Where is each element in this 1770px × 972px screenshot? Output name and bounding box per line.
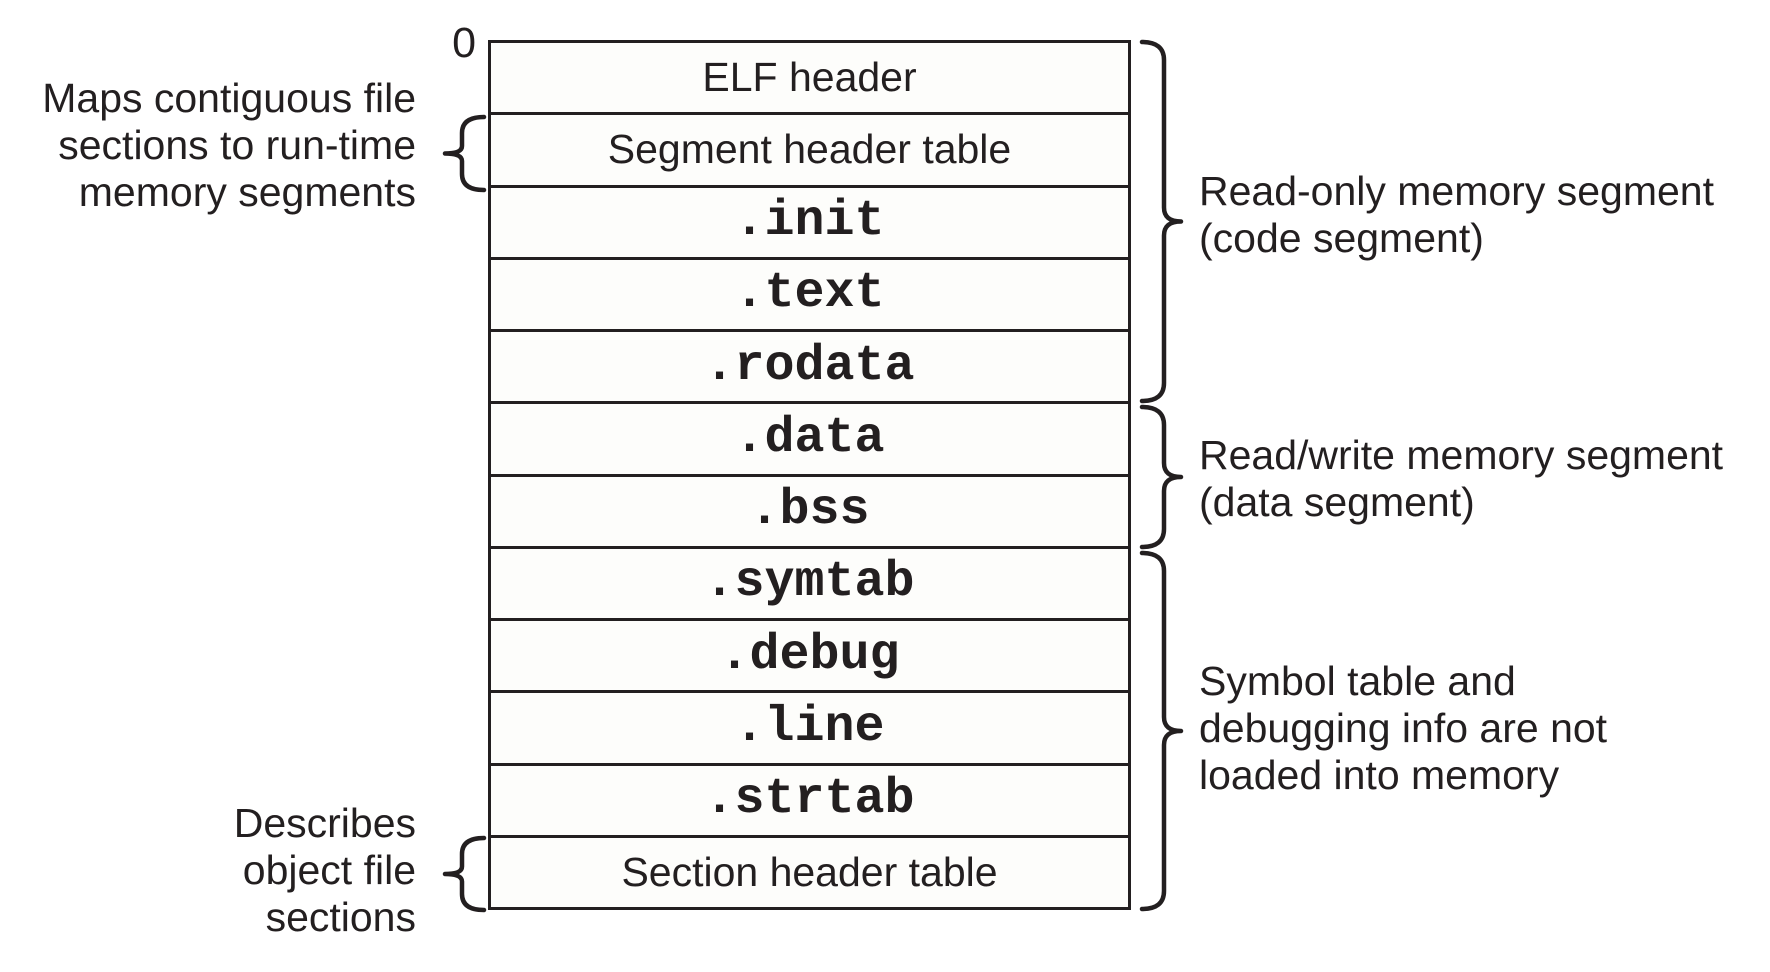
row-section-header-table: Section header table xyxy=(491,838,1128,907)
annotation-line: debugging info are not xyxy=(1199,705,1608,751)
annotation-line: Read/write memory segment xyxy=(1199,432,1724,478)
row-debug: .debug xyxy=(491,621,1128,694)
brace-left-section-header xyxy=(442,835,487,913)
row-segment-header-table: Segment header table xyxy=(491,115,1128,188)
row-line: .line xyxy=(491,693,1128,766)
offset-zero-label: 0 xyxy=(452,19,476,67)
row-symtab: .symtab xyxy=(491,549,1128,621)
row-label: .bss xyxy=(749,482,870,540)
brace-right-code-segment xyxy=(1139,39,1184,404)
row-label: .data xyxy=(734,409,885,467)
row-label: .symtab xyxy=(704,554,915,612)
row-init: .init xyxy=(491,188,1128,260)
annotation-line: object file xyxy=(242,847,416,893)
annotation-read-only-segment: Read-only memory segment (code segment) xyxy=(1199,168,1714,262)
annotation-line: loaded into memory xyxy=(1199,752,1560,798)
annotation-line: sections to run-time xyxy=(58,122,416,168)
brace-right-not-loaded xyxy=(1139,550,1184,912)
row-rodata: .rodata xyxy=(491,332,1128,405)
annotation-not-loaded: Symbol table and debugging info are not … xyxy=(1199,658,1607,799)
row-label: Section header table xyxy=(621,848,998,895)
annotation-read-write-segment: Read/write memory segment (data segment) xyxy=(1199,432,1723,526)
row-data: .data xyxy=(491,404,1128,477)
row-label: ELF header xyxy=(702,54,917,101)
annotation-line: (code segment) xyxy=(1199,215,1484,261)
brace-left-segment-header xyxy=(442,114,487,193)
row-label: .rodata xyxy=(704,337,915,395)
row-label: .text xyxy=(734,265,885,323)
annotation-line: Describes xyxy=(233,800,416,846)
elf-file-box: ELF header Segment header table .init .t… xyxy=(488,40,1131,910)
row-bss: .bss xyxy=(491,477,1128,549)
annotation-line: memory segments xyxy=(78,169,416,215)
annotation-line: Maps contiguous file xyxy=(42,75,416,121)
row-text: .text xyxy=(491,260,1128,332)
row-label: .debug xyxy=(719,626,900,684)
annotation-line: Symbol table and xyxy=(1199,658,1516,704)
annotation-line: (data segment) xyxy=(1199,479,1475,525)
annotation-maps-segments: Maps contiguous file sections to run-tim… xyxy=(42,75,416,216)
annotation-describes-sections: Describes object file sections xyxy=(234,800,416,941)
annotation-line: Read-only memory segment xyxy=(1199,168,1714,214)
row-label: Segment header table xyxy=(607,126,1012,173)
row-label: .line xyxy=(734,698,885,756)
row-strtab: .strtab xyxy=(491,766,1128,838)
row-label: .init xyxy=(734,193,885,251)
brace-right-data-segment xyxy=(1139,404,1184,550)
annotation-line: sections xyxy=(265,894,416,940)
row-label: .strtab xyxy=(704,771,915,829)
row-elf-header: ELF header xyxy=(491,43,1128,116)
